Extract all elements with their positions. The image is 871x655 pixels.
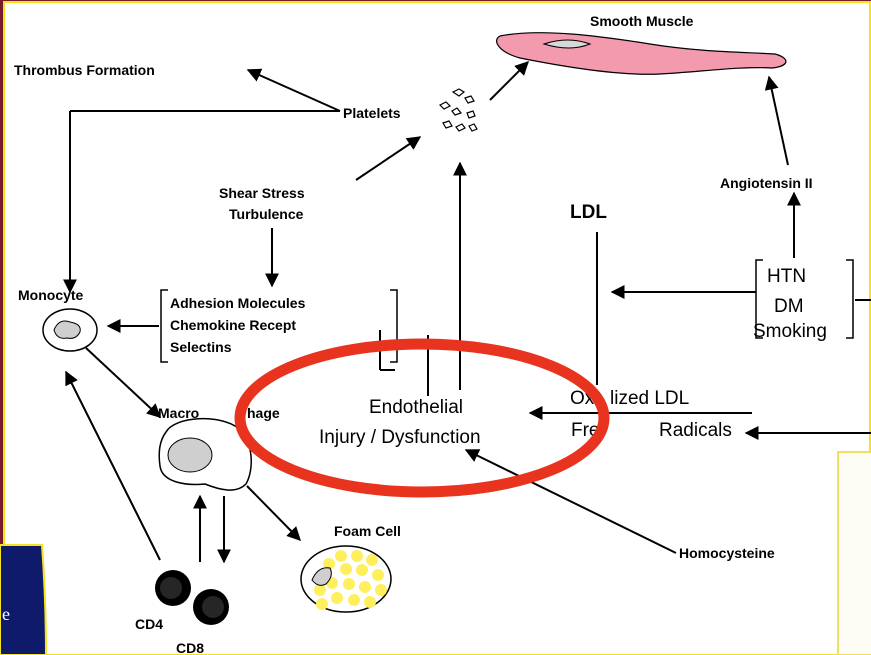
title-block xyxy=(0,545,46,655)
macrophage-label-right: hage xyxy=(247,405,280,421)
homocysteine-label: Homocysteine xyxy=(679,545,775,561)
macrophage-nucleus xyxy=(168,438,212,472)
adhesion-molecules-label: Adhesion Molecules xyxy=(170,295,306,311)
monocyte-label: Monocyte xyxy=(18,287,84,303)
dm-label: DM xyxy=(774,296,804,317)
free-radicals-label-right: Radicals xyxy=(659,420,732,441)
slide-text-fragment: e xyxy=(2,604,10,624)
foam-cell-label: Foam Cell xyxy=(334,523,401,539)
selectins-label: Selectins xyxy=(170,339,232,355)
htn-label: HTN xyxy=(767,266,806,287)
turbulence-label: Turbulence xyxy=(229,206,304,222)
endothelial-label: Endothelial xyxy=(369,397,463,418)
ldl-label: LDL xyxy=(570,202,607,223)
injury-dysfunction-label: Injury / Dysfunction xyxy=(319,427,481,448)
monocyte-nucleus xyxy=(54,321,80,338)
angiotensin-label: Angiotensin II xyxy=(720,175,813,191)
cd4-nucleus xyxy=(160,577,182,599)
thrombus-formation-label: Thrombus Formation xyxy=(14,62,155,78)
chemokine-receptors-label: Chemokine Recept xyxy=(170,317,296,333)
platelets-label: Platelets xyxy=(343,105,401,121)
cd8-label: CD8 xyxy=(176,640,204,655)
smooth-muscle-label: Smooth Muscle xyxy=(590,13,694,29)
shear-stress-label: Shear Stress xyxy=(219,185,305,201)
cd8-nucleus xyxy=(202,596,224,618)
cd4-label: CD4 xyxy=(135,616,163,632)
callout-box xyxy=(838,452,871,655)
oxidized-ldl-label-right: lized LDL xyxy=(610,388,689,409)
smoking-label: Smoking xyxy=(753,321,827,342)
